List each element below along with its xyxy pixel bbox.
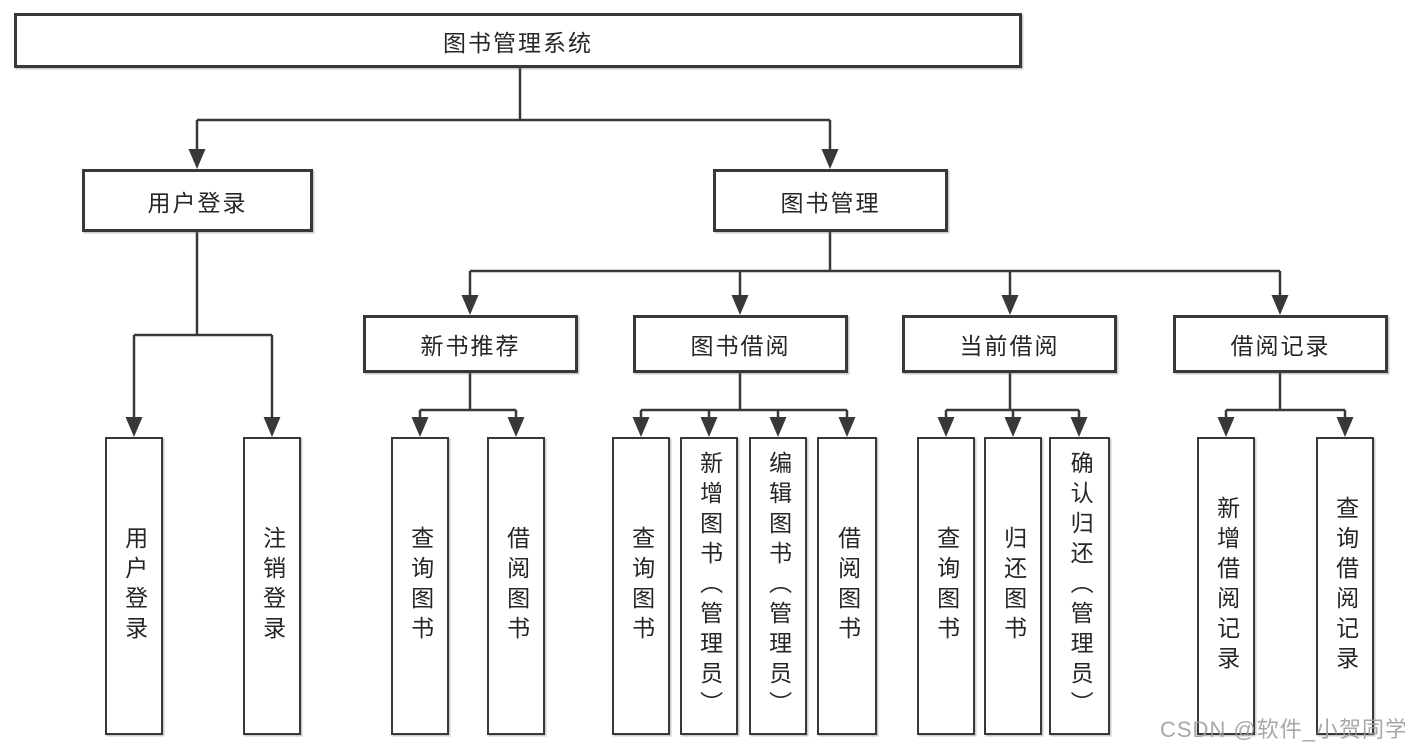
node-user-login-module: 用户登录 — [82, 169, 313, 232]
node-label: 借阅图书 — [834, 526, 861, 646]
node-current-borrow: 当前借阅 — [902, 315, 1117, 373]
leaf-confirm-return-admin: 确认归还（管理员） — [1049, 437, 1110, 735]
node-label: 查询图书 — [628, 526, 655, 646]
leaf-edit-books-admin: 编辑图书（管理员） — [749, 437, 807, 735]
node-label: 用户登录 — [147, 189, 248, 216]
leaf-add-books-admin: 新增图书（管理员） — [680, 437, 738, 735]
node-label: 注销登录 — [259, 526, 286, 646]
node-book-borrow: 图书借阅 — [633, 315, 848, 373]
node-label: 归还图书 — [1000, 526, 1027, 646]
node-label: 图书管理系统 — [443, 29, 593, 56]
leaf-return-books: 归还图书 — [984, 437, 1042, 735]
node-label: 新增借阅记录 — [1213, 496, 1240, 676]
node-label: 确认归还（管理员） — [1067, 451, 1094, 721]
leaf-add-borrow-record: 新增借阅记录 — [1197, 437, 1255, 735]
csdn-watermark: CSDN @软件_小贺同学 — [1160, 717, 1405, 742]
node-root-system: 图书管理系统 — [14, 13, 1022, 68]
leaf-query-borrow-record: 查询借阅记录 — [1316, 437, 1374, 735]
node-label: 新书推荐 — [420, 333, 521, 359]
arrowhead-icons — [125, 149, 1354, 437]
leaf-logout: 注销登录 — [243, 437, 301, 735]
node-label: 查询图书 — [407, 526, 434, 646]
node-label: 编辑图书（管理员） — [765, 451, 792, 721]
node-label: 用户登录 — [121, 526, 148, 646]
node-new-book-recommend: 新书推荐 — [363, 315, 578, 373]
leaf-borrow-books-recommend: 借阅图书 — [487, 437, 545, 735]
leaf-query-books-recommend: 查询图书 — [391, 437, 449, 735]
leaf-borrow-books: 借阅图书 — [817, 437, 877, 735]
node-label: 查询借阅记录 — [1332, 496, 1359, 676]
node-label: 借阅记录 — [1230, 333, 1331, 359]
leaf-query-books-current: 查询图书 — [917, 437, 975, 735]
node-label: 新增图书（管理员） — [696, 451, 723, 721]
node-label: 图书借阅 — [690, 333, 791, 359]
node-label: 图书管理 — [780, 189, 881, 216]
node-label: 当前借阅 — [959, 333, 1060, 359]
node-label: 借阅图书 — [503, 526, 530, 646]
node-book-management-module: 图书管理 — [713, 169, 948, 232]
leaf-query-books-borrow: 查询图书 — [612, 437, 670, 735]
leaf-user-login: 用户登录 — [105, 437, 163, 735]
node-label: 查询图书 — [933, 526, 960, 646]
node-borrow-records: 借阅记录 — [1173, 315, 1388, 373]
